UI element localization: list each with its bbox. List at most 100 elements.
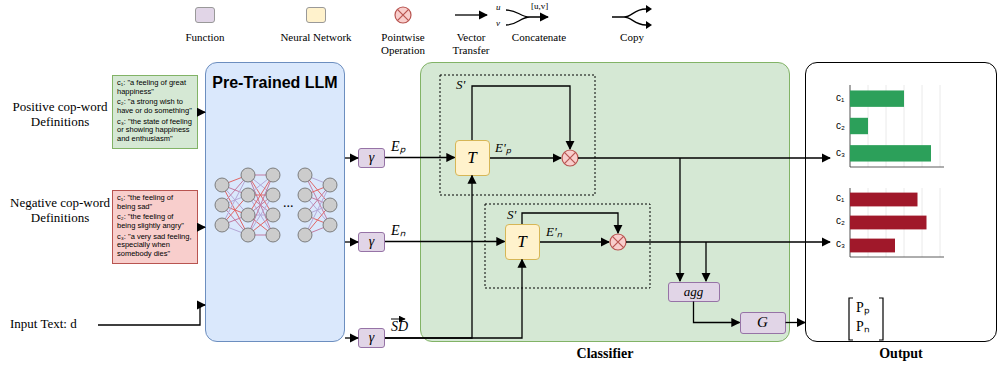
- text-label: c₁: [836, 93, 844, 103]
- text-label: E'ₚ: [495, 141, 511, 154]
- pointwise-op: [562, 150, 578, 166]
- text-label: v: [496, 19, 500, 28]
- input-arrow: [98, 305, 205, 325]
- concatenate-symbol: [506, 10, 548, 25]
- definition-text: c₂: "a strong wish to have or do somethi…: [117, 98, 193, 115]
- definition-text: c₃: "a very sad feeling, especially when…: [117, 233, 193, 259]
- box-label: G: [757, 315, 768, 330]
- definition-text: c₁: "the feeling of being sad": [117, 194, 193, 211]
- definition-text: c₁: "a feeling of great happiness": [117, 79, 193, 96]
- bar: [850, 145, 931, 161]
- network-link: [248, 175, 273, 235]
- function-box: γ: [358, 328, 385, 348]
- text-label: Pₙ: [856, 320, 870, 334]
- text-label: c₃: [836, 148, 845, 158]
- box-label: T: [467, 149, 476, 166]
- bar: [850, 193, 918, 207]
- score-arrow: [626, 241, 830, 242]
- box-label: γ: [369, 151, 375, 165]
- edge-label: Eₚ: [391, 140, 406, 154]
- vector-bracket: [849, 298, 883, 340]
- pointwise-op-cross: [564, 152, 575, 163]
- to-agg-line: [705, 242, 706, 281]
- pointwise-op: [610, 234, 626, 250]
- connector: [385, 260, 522, 339]
- network-neuron: [298, 228, 312, 242]
- network-neuron: [266, 208, 280, 222]
- legend-text: Vector Transfer: [446, 31, 496, 57]
- text-label: c₂: [836, 216, 845, 226]
- text-label: E'ₙ: [546, 225, 562, 238]
- pointwise-symbol: [395, 7, 411, 23]
- network-link: [248, 175, 273, 235]
- network-neuron: [266, 228, 280, 242]
- legend-swatch: [195, 7, 215, 23]
- network-neuron: [241, 188, 255, 202]
- connector: [786, 322, 806, 323]
- region-title: Classifier: [421, 346, 789, 361]
- legend-text: Concatenate: [499, 31, 579, 44]
- box-label: γ: [369, 235, 375, 249]
- definition-text: c₂: "the feeling of being slightly angry…: [117, 213, 193, 230]
- dotted-group: [440, 75, 595, 195]
- text-label: [u,v]: [531, 2, 548, 11]
- bar: [850, 216, 927, 230]
- network-neuron: [323, 218, 337, 232]
- network-neuron: [323, 198, 337, 212]
- text-label: u: [496, 3, 501, 12]
- function-box: agg: [668, 282, 720, 302]
- network-neuron: [298, 208, 312, 222]
- edge-label: Eₙ: [391, 224, 406, 238]
- region-title: Output: [806, 346, 996, 361]
- box-label: T: [517, 233, 526, 250]
- edge-label: SD: [391, 320, 408, 334]
- connector: [345, 157, 358, 158]
- score-arrow: [578, 157, 830, 158]
- connector: [198, 227, 205, 228]
- connector: [385, 176, 472, 339]
- transfer-line: [490, 157, 561, 158]
- text-label: Pₚ: [856, 301, 870, 315]
- network-neuron: [266, 188, 280, 202]
- connector: [345, 337, 358, 338]
- text-label: c₃: [836, 239, 845, 249]
- definition-text: c₃: "the state of feeling or showing hap…: [117, 118, 193, 144]
- text-label: Positive cop-word Definitions: [6, 100, 114, 130]
- vector-transfer-symbol: [455, 14, 487, 15]
- connector: [694, 302, 740, 323]
- legend-text: Copy: [607, 31, 657, 44]
- network-neuron: [215, 198, 229, 212]
- network-neuron: [241, 168, 255, 182]
- legend-swatch: [306, 7, 326, 23]
- text-label: c₁: [836, 193, 844, 203]
- pointwise-op-cross: [612, 236, 623, 247]
- legend-text: Neural Network: [271, 31, 361, 44]
- copy-symbol: [612, 9, 646, 25]
- bar: [850, 90, 904, 106]
- network-neuron: [215, 218, 229, 232]
- grid-line: [940, 85, 941, 167]
- bar: [850, 118, 868, 134]
- function-box: γ: [358, 232, 385, 252]
- to-agg-line: [679, 158, 680, 281]
- box-title: Pre-Trained LLM: [206, 73, 344, 92]
- network-box: T: [505, 224, 540, 260]
- legend-text: Pointwise Operation: [372, 31, 434, 57]
- text-label: S': [456, 78, 465, 91]
- definition-note: c₁: "a feeling of great happiness" c₂: "a…: [112, 75, 198, 149]
- grid-line: [940, 188, 941, 257]
- bar: [850, 239, 895, 253]
- box-label: γ: [369, 331, 375, 345]
- text-label: S': [507, 208, 516, 221]
- network-neuron: [241, 228, 255, 242]
- box-label: agg: [684, 285, 704, 298]
- network-box: T: [455, 140, 490, 176]
- text-label: Negative cop-word Definitions: [6, 196, 114, 226]
- dotted-group: [485, 204, 650, 288]
- text-label: ...: [283, 196, 294, 210]
- function-box: G: [740, 312, 786, 334]
- connector: [198, 112, 205, 113]
